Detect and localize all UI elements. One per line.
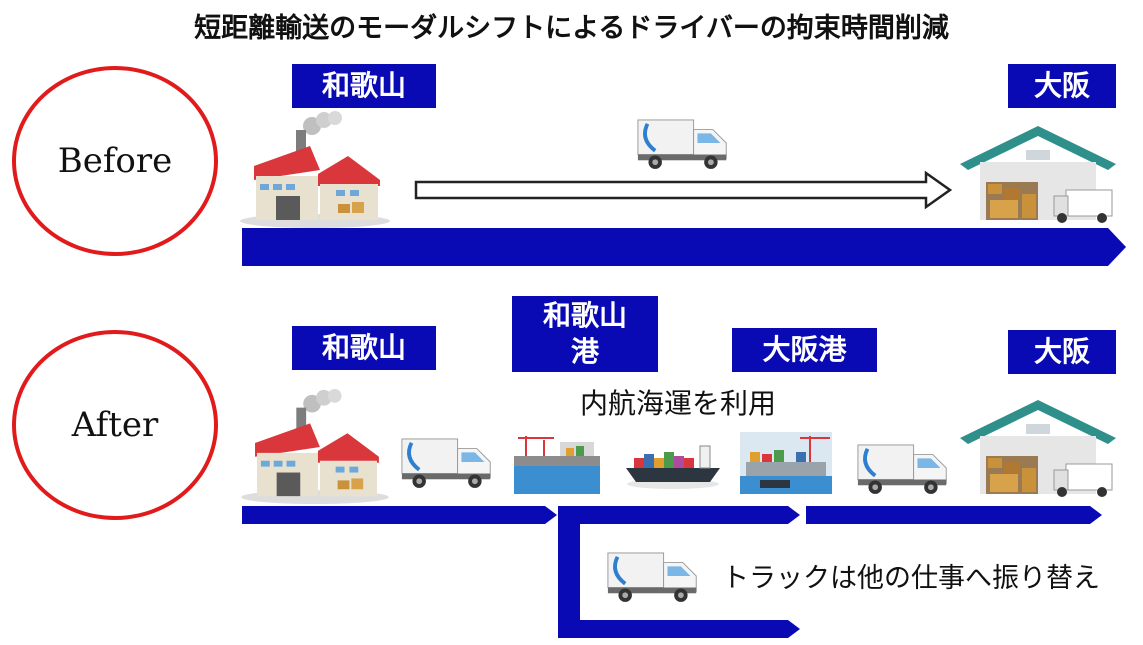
warehouse-icon bbox=[960, 126, 1116, 223]
port-terminal-icon bbox=[740, 432, 832, 494]
factory-icon bbox=[240, 111, 390, 228]
bar-sea-leg bbox=[560, 506, 800, 524]
after-circle: After bbox=[12, 330, 218, 520]
container-ship-icon bbox=[626, 445, 720, 489]
after-port-dest-label: 大阪港 bbox=[732, 328, 877, 372]
after-port-origin-label: 和歌山 港 bbox=[512, 296, 658, 372]
driver-time-bar bbox=[242, 228, 1126, 266]
after-destination-label: 大阪 bbox=[1008, 330, 1116, 374]
before-destination-label: 大阪 bbox=[1008, 64, 1116, 108]
before-phase-label: Before bbox=[57, 141, 173, 181]
warehouse-icon bbox=[960, 400, 1116, 497]
truck-icon bbox=[607, 552, 697, 602]
before-origin-label: 和歌山 bbox=[292, 64, 436, 108]
truck-reassignment-note: トラックは他の仕事へ振り替え bbox=[722, 563, 1100, 594]
after-phase-label: After bbox=[71, 405, 159, 445]
factory-icon bbox=[241, 388, 389, 504]
truck-icon bbox=[637, 119, 727, 169]
transport-arrow bbox=[414, 170, 953, 210]
diagram-title: 短距離輸送のモーダルシフトによるドライバーの拘束時間削減 bbox=[194, 13, 949, 44]
port-origin-text: 和歌山 港 bbox=[542, 299, 627, 368]
sea-transport-note: 内航海運を利用 bbox=[580, 387, 777, 420]
bar-truck-to-port bbox=[242, 506, 557, 524]
before-circle: Before bbox=[12, 66, 218, 256]
port-crane-icon bbox=[514, 436, 600, 494]
after-origin-label: 和歌山 bbox=[292, 326, 436, 370]
truck-icon bbox=[857, 444, 947, 494]
bar-truck-from-port bbox=[806, 506, 1102, 524]
truck-icon bbox=[401, 438, 491, 488]
